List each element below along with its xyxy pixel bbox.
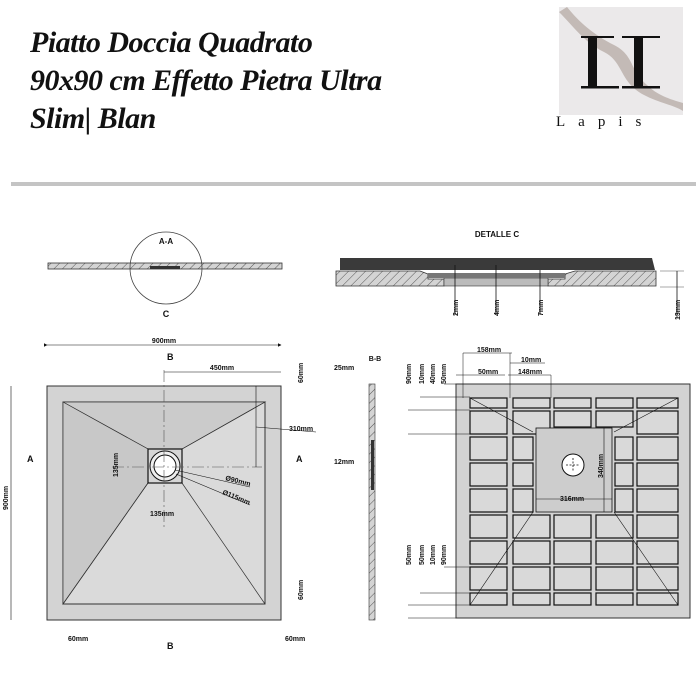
title-line-2: 90x90 cm Effetto Pietra Ultra	[30, 64, 382, 97]
dim-bb-25mm: 25mm	[334, 365, 354, 372]
dim-center-w: 316mm	[560, 496, 584, 503]
dim-height: 900mm	[3, 486, 10, 510]
header-divider	[11, 182, 696, 186]
detail-c: DETALLE C 2mm 4mm 7mm 13mm	[335, 230, 684, 320]
marble-monogram-logo-icon	[559, 7, 683, 111]
dim-158mm: 158mm	[477, 347, 501, 354]
section-b-top: B	[167, 352, 174, 362]
dim-left-top-0: 90mm	[406, 364, 413, 384]
detail-dim-4mm: 4mm	[494, 300, 501, 316]
dim-left-bottom-2: 10mm	[430, 545, 437, 565]
dim-slope-depth: 310mm	[289, 426, 313, 433]
dim-drain-box-h: 135mm	[113, 453, 120, 477]
bottom-view: 316mm 340mm 158mm 10mm 50mm 148mm 90mm 1…	[406, 347, 691, 619]
product-title: Piatto Doccia Quadrato 90x90 cm Effetto …	[30, 24, 382, 138]
detail-dim-2mm: 2mm	[453, 300, 460, 316]
dim-left-bottom-1: 50mm	[419, 545, 426, 565]
section-aa-label: A-A	[159, 237, 173, 246]
detail-dim-7mm: 7mm	[538, 300, 545, 316]
title-line-3: Slim| Blan	[30, 102, 156, 135]
brand-wordmark: Lapis	[556, 114, 655, 130]
detail-c-title: DETALLE C	[475, 230, 520, 239]
dim-10mm-top: 10mm	[521, 357, 541, 364]
title-line-1: Piatto Doccia Quadrato	[30, 26, 313, 59]
dim-148mm: 148mm	[518, 369, 542, 376]
detail-c-marker: C	[163, 309, 170, 319]
dim-rim-bottom: 60mm	[298, 580, 305, 600]
dim-50mm-top: 50mm	[478, 369, 498, 376]
dim-left-top-3: 50mm	[441, 364, 448, 384]
dim-left-top-2: 40mm	[430, 364, 437, 384]
dim-rim-right: 60mm	[285, 636, 305, 643]
top-view: 900mm 450mm 900mm 310mm 60mm 60mm 60mm 6…	[3, 338, 317, 651]
section-aa: A-A C	[47, 231, 283, 319]
dim-drain-box-w: 135mm	[150, 511, 174, 518]
section-b-bottom: B	[167, 641, 174, 651]
dim-rim-top: 60mm	[298, 363, 305, 383]
dim-left-bottom-3: 90mm	[441, 545, 448, 565]
brand-logo	[559, 7, 683, 115]
dim-center-h: 340mm	[598, 454, 605, 478]
section-bb: B-B 25mm 12mm	[334, 356, 381, 621]
dim-width: 900mm	[152, 338, 176, 345]
dim-left-bottom-0: 50mm	[406, 545, 413, 565]
section-a-right: A	[296, 454, 303, 464]
dim-drain-offset: 450mm	[210, 365, 234, 372]
dim-rim-left: 60mm	[68, 636, 88, 643]
detail-dim-13mm: 13mm	[675, 300, 682, 320]
section-bb-label: B-B	[369, 356, 381, 363]
section-a-left: A	[27, 454, 34, 464]
dim-bb-12mm: 12mm	[334, 459, 354, 466]
dim-left-top-1: 10mm	[419, 364, 426, 384]
